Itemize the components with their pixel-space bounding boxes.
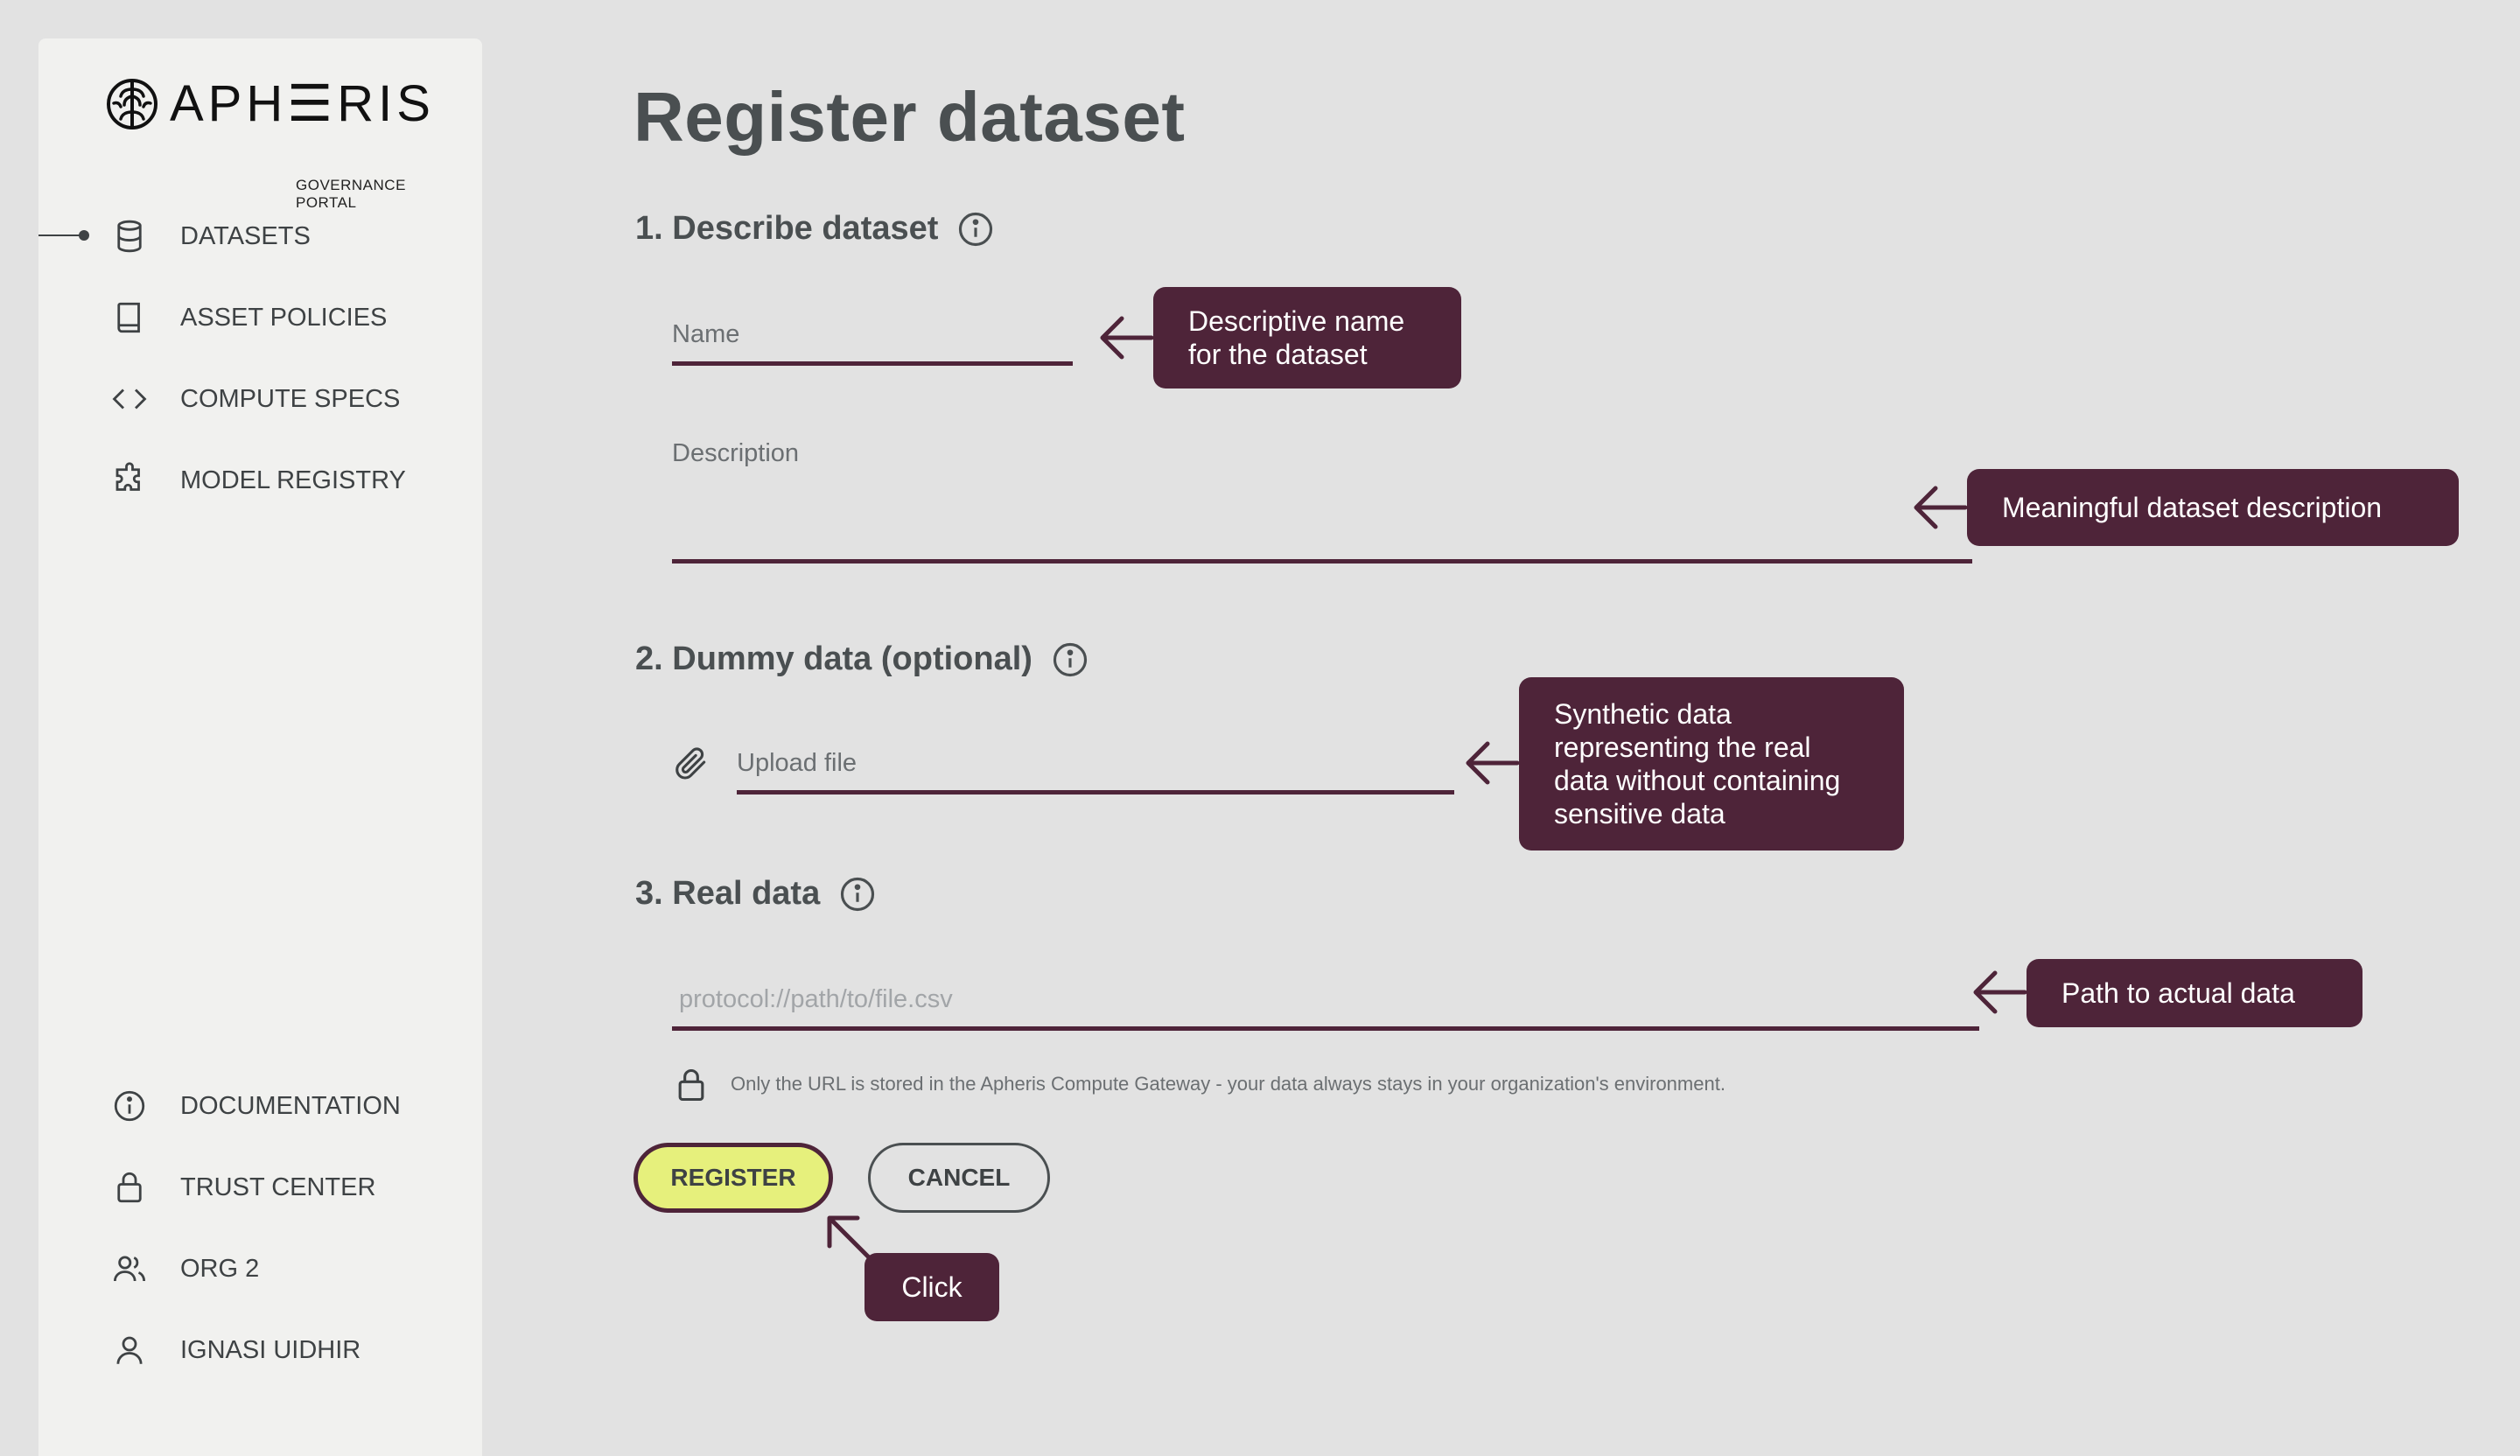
sidebar-item-datasets[interactable]: DATASETS bbox=[110, 210, 311, 262]
lock-icon bbox=[110, 1168, 149, 1207]
info-icon[interactable] bbox=[1052, 641, 1088, 678]
callout-line: Descriptive name bbox=[1188, 305, 1405, 337]
arrow-up-left-icon bbox=[827, 1215, 874, 1263]
arrow-left-icon bbox=[1466, 741, 1520, 785]
lock-icon bbox=[678, 1069, 704, 1102]
sidebar-item-label: TRUST CENTER bbox=[180, 1172, 376, 1201]
brand-name: APH☰RIS bbox=[170, 75, 435, 132]
sidebar-item-model-registry[interactable]: MODEL REGISTRY bbox=[110, 454, 406, 507]
paperclip-icon[interactable] bbox=[672, 744, 710, 782]
sidebar-item-label: DOCUMENTATION bbox=[180, 1091, 401, 1120]
real-data-placeholder: protocol://path/to/file.csv bbox=[679, 985, 953, 1013]
section-title: 3. Real data bbox=[635, 875, 821, 912]
callout-line: representing the real bbox=[1554, 732, 1811, 763]
callout-real-data: Path to actual data bbox=[2026, 959, 2362, 1027]
upload-file-label: Upload file bbox=[737, 749, 858, 777]
code-icon bbox=[110, 380, 149, 418]
brand-subtitle: GOVERNANCE PORTAL bbox=[296, 177, 406, 211]
info-icon bbox=[110, 1087, 149, 1125]
info-icon[interactable] bbox=[957, 211, 994, 248]
puzzle-icon bbox=[110, 461, 149, 500]
sidebar-item-trust-center[interactable]: TRUST CENTER bbox=[110, 1161, 375, 1214]
sidebar-item-label: COMPUTE SPECS bbox=[180, 384, 401, 413]
privacy-note: Only the URL is stored in the Apheris Co… bbox=[731, 1073, 1726, 1095]
sidebar-item-label: ORG 2 bbox=[180, 1254, 260, 1283]
apheris-logo[interactable]: APH☰RIS GOVERNANCE PORTAL bbox=[105, 75, 438, 211]
info-icon[interactable] bbox=[839, 876, 876, 913]
sidebar-item-org[interactable]: ORG 2 bbox=[110, 1242, 259, 1295]
description-field-label: Description bbox=[672, 439, 800, 467]
description-field[interactable]: Description bbox=[672, 420, 1972, 564]
cancel-button[interactable]: CANCEL bbox=[868, 1143, 1050, 1213]
user-icon bbox=[110, 1331, 149, 1369]
callout-line: for the dataset bbox=[1188, 339, 1368, 370]
register-button[interactable]: REGISTER bbox=[634, 1143, 833, 1213]
callout-dummy-data: Synthetic data representing the real dat… bbox=[1519, 677, 1904, 850]
section-title: 1. Describe dataset bbox=[635, 210, 939, 247]
sidebar-item-compute-specs[interactable]: COMPUTE SPECS bbox=[110, 373, 400, 425]
database-icon bbox=[110, 217, 149, 256]
callout-line: Synthetic data bbox=[1554, 698, 1732, 730]
callout-line: sensitive data bbox=[1554, 798, 1726, 830]
page-title: Register dataset bbox=[634, 78, 1186, 156]
sidebar-item-asset-policies[interactable]: ASSET POLICIES bbox=[110, 291, 387, 344]
sidebar-item-label: ASSET POLICIES bbox=[180, 303, 388, 332]
callout-click: Click bbox=[864, 1253, 999, 1321]
name-field[interactable]: Name bbox=[672, 298, 1073, 366]
arrow-left-icon bbox=[1100, 316, 1154, 360]
section-real-data: 3. Real data bbox=[635, 875, 876, 913]
section-describe-dataset: 1. Describe dataset bbox=[635, 210, 994, 248]
callout-description: Meaningful dataset description bbox=[1967, 469, 2459, 546]
sidebar-item-documentation[interactable]: DOCUMENTATION bbox=[110, 1080, 401, 1132]
real-data-path-input[interactable]: protocol://path/to/file.csv bbox=[672, 962, 1979, 1031]
upload-file-field[interactable]: Upload file bbox=[737, 732, 1454, 794]
section-title: 2. Dummy data (optional) bbox=[635, 640, 1032, 677]
name-field-label: Name bbox=[672, 320, 740, 348]
sidebar-item-label: IGNASI UIDHIR bbox=[180, 1335, 361, 1364]
book-icon bbox=[110, 298, 149, 337]
active-indicator-dot bbox=[79, 230, 89, 241]
sidebar-item-user[interactable]: IGNASI UIDHIR bbox=[110, 1324, 360, 1376]
callout-name: Descriptive name for the dataset bbox=[1153, 287, 1461, 388]
section-dummy-data: 2. Dummy data (optional) bbox=[635, 640, 1088, 678]
arrow-left-icon bbox=[1973, 970, 2027, 1014]
users-icon bbox=[110, 1250, 149, 1288]
sidebar-item-label: DATASETS bbox=[180, 221, 311, 250]
brain-icon bbox=[107, 79, 158, 130]
callout-line: data without containing bbox=[1554, 765, 1841, 796]
sidebar: APH☰RIS GOVERNANCE PORTAL DATASETS ASSET… bbox=[38, 38, 482, 1456]
sidebar-item-label: MODEL REGISTRY bbox=[180, 466, 406, 494]
active-indicator-line bbox=[38, 234, 84, 236]
